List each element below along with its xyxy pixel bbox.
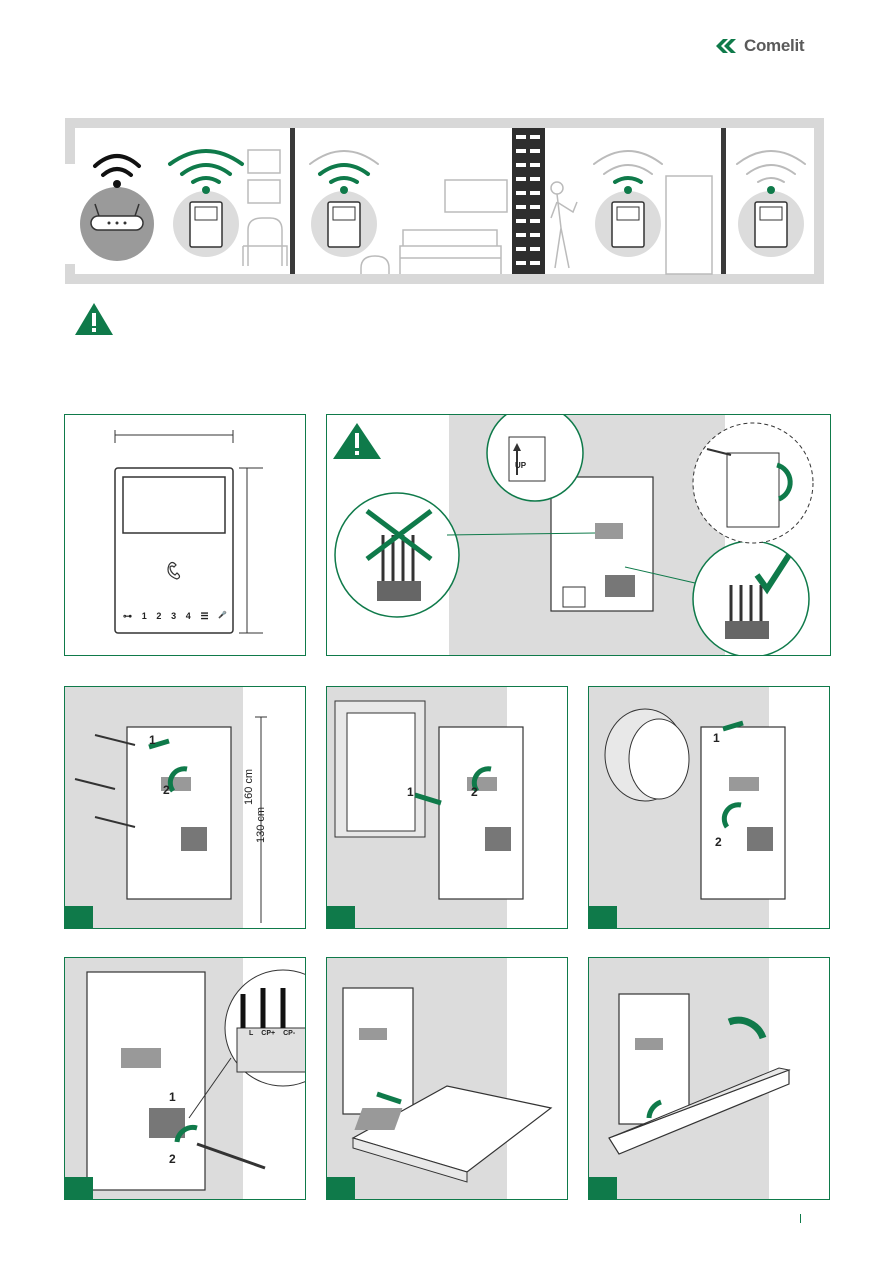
button-4: 4 [185, 611, 191, 621]
terminal-label-l: L [249, 1030, 254, 1037]
button-2: 2 [156, 611, 162, 621]
mute-button: 🎤 [218, 612, 227, 619]
step-badge [327, 1177, 355, 1199]
step-badge [65, 1177, 93, 1199]
height-130-label: 130 cm [255, 806, 267, 843]
menu-button: ☰ [200, 611, 209, 621]
warning-triangle-icon [74, 302, 114, 336]
button-3: 3 [171, 611, 177, 621]
bracket-orientation-panel: UP [326, 414, 831, 656]
step-badge [589, 906, 617, 928]
flush-box-panel: 1 2 [326, 686, 568, 929]
step-badge [327, 906, 355, 928]
comelit-mark-icon [716, 39, 736, 53]
hook-monitor-panel [326, 957, 568, 1200]
close-monitor-panel [588, 957, 830, 1200]
arrow-1-label: 1 [407, 785, 414, 799]
height-160-label: 160 cm [243, 768, 255, 805]
terminal-label-cp-plus: CP+ [261, 1030, 276, 1037]
key-button: ⊶ [123, 611, 132, 621]
step-badge [589, 1177, 617, 1199]
brand-name: Comelit [744, 36, 805, 55]
brand-logo: Comelit [716, 36, 836, 56]
monitor-dimensions-panel: ⊶ 1 2 3 4 ☰ 🎤 [64, 414, 306, 656]
arrow-1-label: 1 [169, 1090, 176, 1104]
page-marker [800, 1214, 801, 1223]
arrow-2-label: 2 [471, 785, 478, 799]
terminal-labels: L CP+ CP- [249, 1030, 295, 1037]
terminal-label-cp-minus: CP- [283, 1030, 296, 1037]
up-label: UP [515, 461, 527, 470]
house-scene [65, 118, 824, 284]
button-1: 1 [141, 611, 147, 621]
monitor-button-row: ⊶ 1 2 3 4 ☰ 🎤 [123, 611, 227, 623]
arrow-2-label: 2 [169, 1152, 176, 1166]
wiring-panel: 1 2 L CP+ CP- [64, 957, 306, 1200]
arrow-1-label: 1 [713, 731, 720, 745]
round-box-panel: 1 2 [588, 686, 830, 929]
arrow-1-label: 1 [149, 733, 156, 747]
wall-mount-panel: 1 2 160 cm 130 cm [64, 686, 306, 929]
arrow-2-label: 2 [163, 783, 170, 797]
step-badge [65, 906, 93, 928]
arrow-2-label: 2 [715, 835, 722, 849]
